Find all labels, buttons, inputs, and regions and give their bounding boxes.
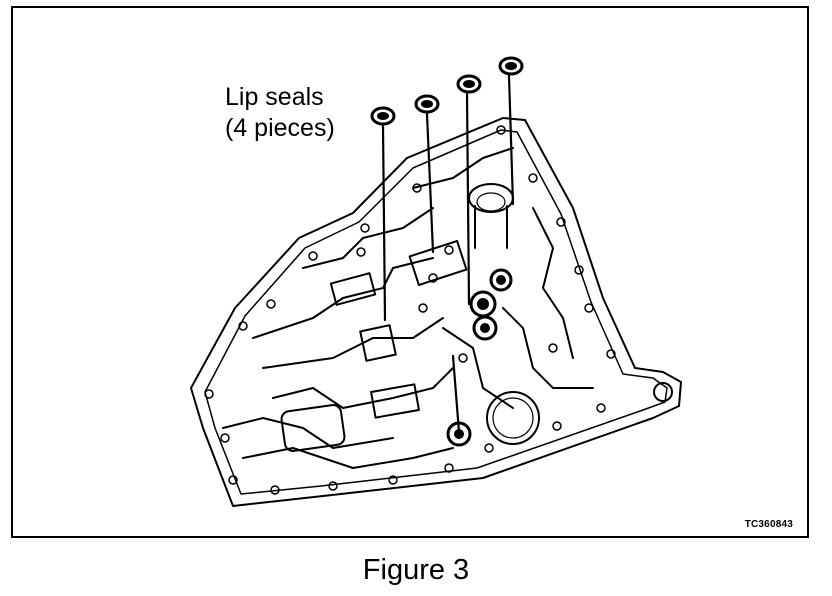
plate-outline bbox=[190, 117, 682, 507]
cavity bbox=[280, 404, 346, 452]
seal-bore bbox=[489, 268, 513, 292]
mounting-hole bbox=[653, 382, 673, 402]
callout-line-1: Lip seals bbox=[225, 83, 324, 111]
channel bbox=[262, 317, 444, 369]
channel bbox=[242, 447, 454, 469]
seal-bore bbox=[472, 315, 498, 341]
seal-bore bbox=[477, 298, 489, 310]
cavity bbox=[329, 272, 377, 306]
lip-seal-2 bbox=[414, 94, 440, 114]
channel bbox=[252, 257, 434, 339]
upper-bore-body bbox=[474, 205, 508, 249]
figure-code: TC360843 bbox=[744, 519, 793, 530]
figure-caption: Figure 3 bbox=[362, 554, 470, 586]
valve-body-drawing bbox=[190, 56, 682, 507]
callout-line-2: (4 pieces) bbox=[225, 114, 335, 142]
cavity bbox=[408, 240, 468, 286]
channel bbox=[222, 417, 394, 449]
channel bbox=[442, 327, 514, 409]
lip-seal-4 bbox=[498, 56, 524, 76]
lip-seal-3 bbox=[456, 74, 482, 94]
channel bbox=[302, 207, 434, 269]
figure-frame: Lip seals (4 pieces) TC360843 bbox=[11, 6, 809, 538]
cavity bbox=[359, 324, 397, 362]
lip-seal-1 bbox=[370, 106, 396, 126]
upper-bore-inner bbox=[476, 192, 506, 212]
cavity bbox=[370, 383, 420, 419]
seal-bore bbox=[496, 275, 506, 285]
seal-bore bbox=[480, 323, 490, 333]
channel bbox=[502, 307, 594, 389]
channel bbox=[272, 367, 454, 409]
plate-rim bbox=[204, 129, 668, 495]
lip-seals-callout: Lip seals (4 pieces) bbox=[225, 82, 335, 144]
round-port bbox=[486, 391, 540, 445]
leader-lines bbox=[381, 74, 515, 434]
bolt-holes bbox=[204, 125, 616, 495]
channel bbox=[532, 207, 574, 359]
round-port-inner bbox=[492, 397, 534, 439]
